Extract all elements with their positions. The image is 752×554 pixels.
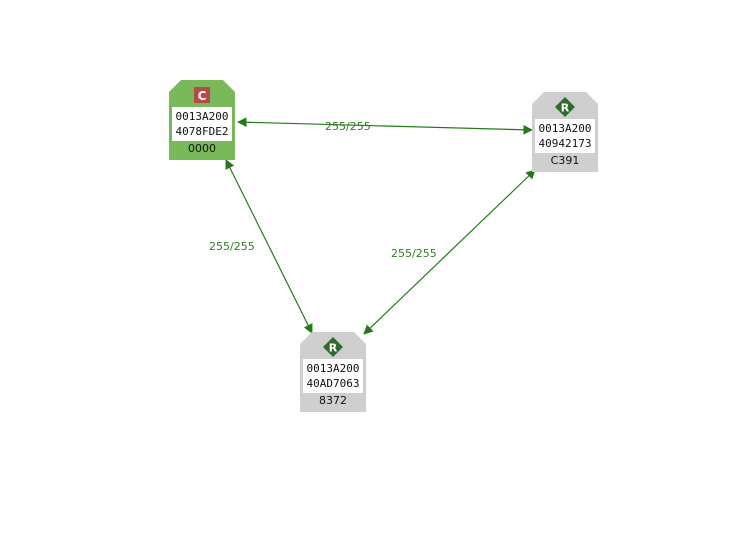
svg-text:R: R [329, 342, 338, 355]
network-id: 8372 [319, 394, 347, 407]
node-address: 0013A200 40942173 [535, 119, 595, 153]
address-high: 0013A200 [538, 122, 592, 135]
address-high: 0013A200 [306, 362, 360, 375]
node-address: 0013A200 40AD7063 [303, 359, 363, 393]
address-low: 4078FDE2 [175, 125, 229, 138]
link-coord-r2[interactable] [225, 159, 313, 334]
node-coordinator[interactable]: C 0013A200 4078FDE2 0000 [169, 80, 235, 160]
link-label-coord-r2: 255/255 [209, 240, 255, 253]
router-badge-icon: R [323, 337, 343, 357]
link-label-coord-r1: 255/255 [325, 120, 371, 133]
svg-text:C: C [198, 89, 207, 103]
svg-text:R: R [561, 102, 570, 115]
coordinator-badge-icon: C [192, 85, 212, 105]
address-low: 40942173 [538, 137, 592, 150]
address-high: 0013A200 [175, 110, 229, 123]
link-r1-r2[interactable] [363, 169, 536, 335]
network-id: 0000 [188, 142, 216, 155]
node-router-8372[interactable]: R 0013A200 40AD7063 8372 [300, 332, 366, 412]
link-label-r1-r2: 255/255 [391, 247, 437, 260]
address-low: 40AD7063 [306, 377, 360, 390]
network-id: C391 [550, 154, 580, 167]
link-coord-r1[interactable] [237, 117, 533, 135]
router-badge-icon: R [555, 97, 575, 117]
node-router-c391[interactable]: R 0013A200 40942173 C391 [532, 92, 598, 172]
node-address: 0013A200 4078FDE2 [172, 107, 232, 141]
